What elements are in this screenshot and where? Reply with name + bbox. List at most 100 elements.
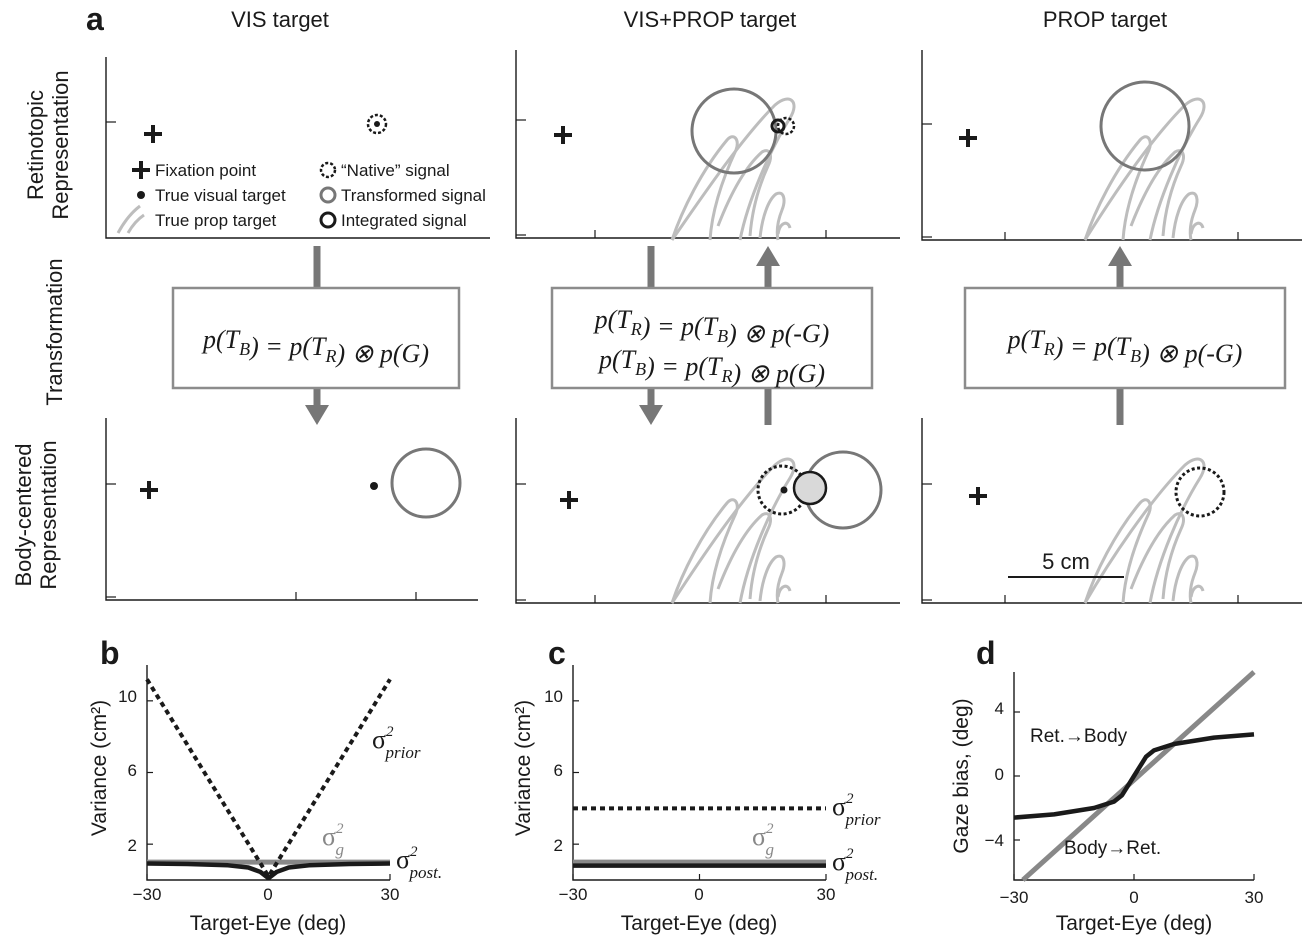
transformed-signal: [690, 87, 778, 175]
chart-d-label-ret-body: Ret.→Body: [1030, 726, 1128, 747]
formula-visprop-1: p(TR) = p(TB) ⊗ p(-G): [593, 305, 830, 348]
chart-b-ytick: 10: [118, 687, 137, 706]
integrated-signal: [792, 470, 828, 506]
panel-letter-d: d: [976, 635, 996, 671]
fixation-cross: [138, 479, 160, 501]
arrow-down-vis-head: [305, 405, 329, 425]
chart-c-xtick: 0: [694, 885, 703, 904]
formula-box-prop: p(TR) = p(TB) ⊗ p(-G): [963, 286, 1287, 390]
legend-native: “Native” signal: [341, 161, 450, 180]
formula-box-vis: p(TB) = p(TR) ⊗ p(G): [171, 286, 461, 390]
chart-d-xlabel: Target-Eye (deg): [1056, 912, 1212, 935]
fixation-cross: [142, 123, 164, 145]
prop-retinotopic-panel: [921, 50, 1302, 242]
prop-target-finger: [1083, 457, 1206, 604]
chart-d-ytick: −4: [985, 831, 1004, 850]
chart-b-ytick: 2: [128, 836, 137, 855]
fixation-cross: [957, 127, 979, 149]
chart-b-ylabel: Variance (cm²): [88, 700, 111, 836]
chart-c-ytick: 2: [554, 836, 563, 855]
chart-b-ytick: 6: [128, 761, 137, 780]
arrow-down-visprop-head: [639, 405, 663, 425]
row-label-body-line1: Body-centered: [11, 443, 36, 586]
chart-b-axes: [146, 665, 390, 881]
column-title-visprop: VIS+PROP target: [624, 7, 797, 32]
legend-visual: True visual target: [155, 186, 286, 205]
chart-c-axes: [572, 665, 826, 881]
chart-b-xlabel: Target-Eye (deg): [190, 912, 346, 935]
row-label-transformation: Transformation: [42, 258, 67, 405]
row-label-body-line2: Representation: [36, 440, 61, 589]
row-label-retinotopic: Retinotopic Representation: [23, 70, 73, 219]
chart-d-xtick: −30: [1000, 888, 1029, 907]
chart-c-ytick: 10: [544, 687, 563, 706]
chart-b: 2 6 10 −30 0 30 Target-Eye (deg) Varianc…: [88, 665, 442, 935]
chart-d-xtick: 0: [1129, 888, 1138, 907]
chart-d-xtick: 30: [1245, 888, 1264, 907]
legend-integrated-icon: [319, 211, 337, 229]
visual-target-dot: [374, 121, 380, 127]
legend-prop: True prop target: [155, 211, 277, 230]
chart-c-xtick: 30: [817, 885, 836, 904]
fixation-cross: [558, 489, 580, 511]
integrated-signal: [770, 118, 786, 134]
formula-visprop-2: p(TB) = p(TR) ⊗ p(G): [597, 345, 825, 388]
native-signal: [1174, 466, 1226, 518]
vis-body-panel: [105, 418, 478, 601]
row-label-retinotopic-line2: Representation: [48, 70, 73, 219]
chart-d-ytick: 0: [995, 765, 1004, 784]
transformed-signal: [390, 447, 462, 519]
panel-letter-b: b: [100, 635, 120, 671]
chart-b-xtick: 0: [263, 885, 272, 904]
prop-target-finger: [670, 457, 796, 604]
chart-c-ylabel: Variance (cm²): [512, 700, 535, 836]
legend-native-icon: [319, 161, 337, 179]
legend-fixation-icon: [130, 159, 152, 181]
visprop-retinotopic-panel: [515, 50, 900, 242]
legend-visual-icon: [137, 191, 145, 199]
vis-retinotopic-panel: Fixation point True visual target True p…: [105, 57, 490, 239]
arrow-up-prop-head: [1108, 246, 1132, 266]
arrow-up-visprop-head: [756, 246, 780, 266]
legend-transformed-icon: [319, 186, 337, 204]
legend: Fixation point True visual target True p…: [116, 159, 486, 234]
formula-box-visprop: p(TR) = p(TB) ⊗ p(-G) p(TB) = p(TR) ⊗ p(…: [550, 286, 874, 390]
panel-letter-a: a: [86, 1, 104, 37]
column-title-vis: VIS target: [231, 7, 329, 32]
visual-target-dot: [780, 486, 788, 494]
prop-target-finger: [1083, 97, 1206, 241]
chart-b-xtick: −30: [133, 885, 162, 904]
legend-integrated: Integrated signal: [341, 211, 467, 230]
chart-b-series-dashed: [145, 678, 392, 879]
chart-d-series-gray: [1021, 670, 1256, 882]
visprop-body-panel: [515, 418, 900, 605]
prop-body-panel: 5 cm: [921, 418, 1302, 605]
chart-b-xtick: 30: [381, 885, 400, 904]
panel-letter-c: c: [548, 635, 566, 671]
chart-d-ylabel: Gaze bias, (deg): [950, 698, 973, 853]
chart-d-label-body-ret: Body→Ret.: [1064, 838, 1161, 859]
chart-d-ytick: 4: [995, 699, 1004, 718]
chart-c-xtick: −30: [559, 885, 588, 904]
formula-vis: p(TB) = p(TR) ⊗ p(G): [201, 325, 429, 368]
fixation-cross: [967, 485, 989, 507]
legend-fixation: Fixation point: [155, 161, 256, 180]
transformed-signal: [1099, 80, 1191, 172]
legend-prop-icon: [116, 204, 145, 234]
fixation-cross: [552, 124, 574, 146]
native-signal: [776, 116, 796, 136]
chart-c-ytick: 6: [554, 761, 563, 780]
scale-bar-label: 5 cm: [1042, 549, 1090, 574]
chart-d: −4 0 4 −30 0 30 Target-Eye (deg) Gaze bi…: [950, 670, 1264, 935]
formula-prop: p(TR) = p(TB) ⊗ p(-G): [1006, 325, 1243, 368]
row-label-retinotopic-line1: Retinotopic: [23, 90, 48, 200]
legend-transformed: Transformed signal: [341, 186, 486, 205]
chart-d-series-solid: [1013, 732, 1255, 820]
chart-c-xlabel: Target-Eye (deg): [621, 912, 777, 935]
